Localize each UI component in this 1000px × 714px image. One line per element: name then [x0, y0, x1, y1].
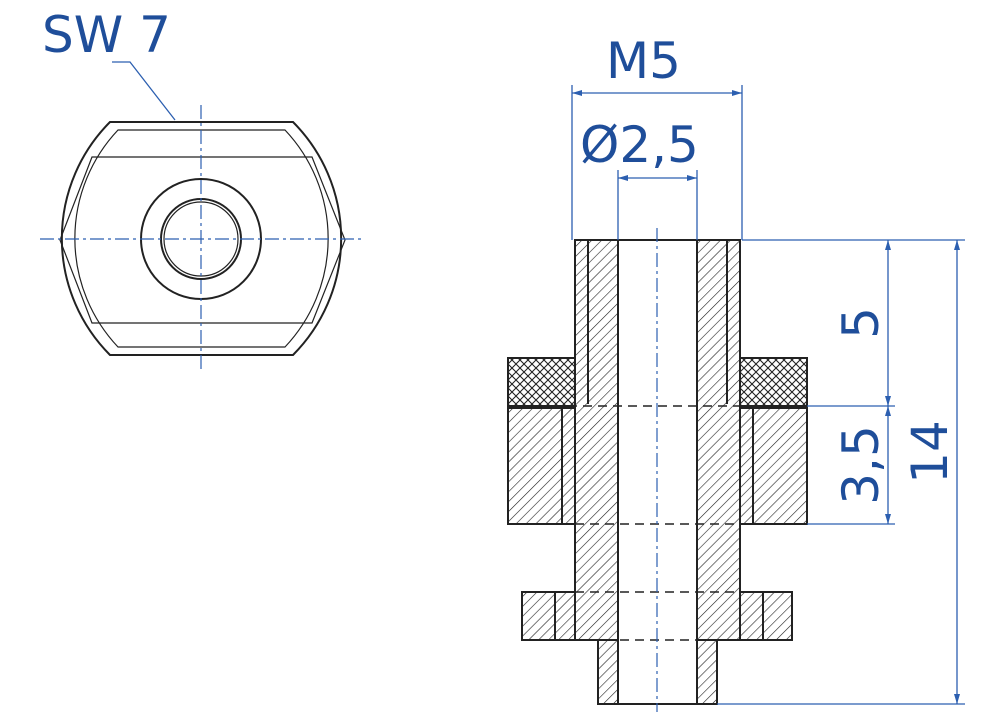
collar-height-label: 3,5 — [832, 425, 890, 505]
dimension-head-height: 5 — [832, 240, 891, 406]
dimension-total-length: 14 — [901, 240, 960, 704]
thread-label: M5 — [606, 32, 681, 90]
total-length-label: 14 — [901, 420, 959, 484]
dimension-collar-height: 3,5 — [832, 406, 891, 524]
wrench-size-leader — [112, 61, 176, 121]
wrench-size-label: SW 7 — [42, 6, 171, 64]
head-height-label: 5 — [832, 307, 890, 339]
front-view — [40, 105, 362, 372]
dimension-bore: Ø2,5 — [580, 116, 699, 240]
section-view — [507, 228, 808, 712]
bore-label: Ø2,5 — [580, 116, 699, 174]
dimension-thread: M5 — [571, 32, 743, 240]
